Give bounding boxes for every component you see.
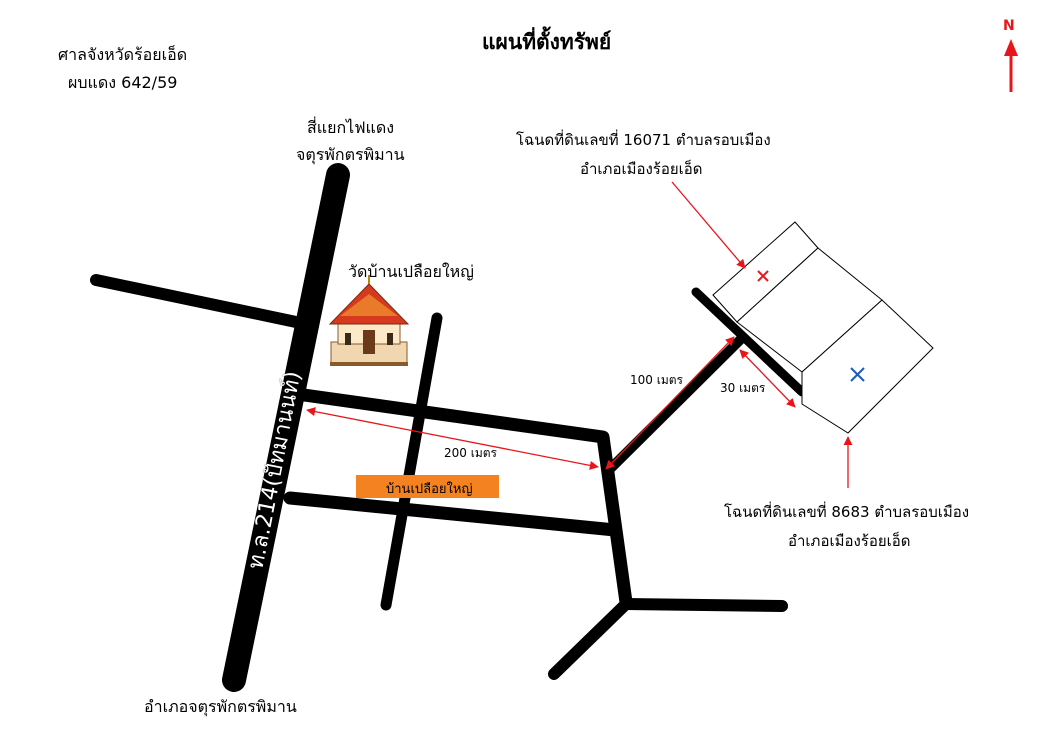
road-village-lower (283, 491, 622, 537)
deed-16071-line1: โฉนดที่ดินเลขที่ 16071 ตำบลรอบเมือง (516, 131, 771, 149)
cross-marker-red (757, 270, 769, 282)
distance-100-label: 100 เมตร (630, 373, 683, 387)
village-label-box: บ้านเปลือยใหญ่ (356, 475, 499, 498)
road-east (620, 598, 788, 612)
temple-icon (328, 275, 410, 366)
deed-8683-line1: โฉนดที่ดินเลขที่ 8683 ตำบลรอบเมือง (724, 503, 970, 521)
road-southwest (548, 598, 632, 680)
cross-marker-blue (850, 367, 865, 382)
deed-16071-pointer (671, 181, 746, 269)
district-label-bottom: อำเภอจตุรพักตรพิมาน (144, 697, 297, 716)
court-name: ศาลจังหวัดร้อยเอ็ด (58, 45, 188, 64)
highway-214-road (222, 163, 350, 692)
case-number: ผบแดง 642/59 (68, 73, 178, 92)
temple-label: วัดบ้านเปลือยใหญ่ (348, 262, 474, 281)
distance-30-label: 30 เมตร (720, 381, 766, 395)
land-plot-3 (801, 299, 934, 434)
distance-200-arrow (306, 407, 599, 470)
distance-200-label: 200 เมตร (444, 446, 497, 460)
intersection-label-line2: จตุรพักตรพิมาน (296, 145, 405, 164)
distance-100-arrow (605, 336, 735, 470)
distance-30-arrow (739, 349, 796, 408)
north-arrow-icon (1004, 39, 1018, 92)
map-title: แผนที่ตั้งทรัพย์ (482, 30, 612, 54)
village-label: บ้านเปลือยใหญ่ (386, 482, 473, 497)
road-west-temple (90, 274, 302, 328)
deed-8683-line2: อำเภอเมืองร้อยเอ็ด (788, 532, 911, 550)
road-to-plots (604, 335, 745, 475)
deed-16071-line2: อำเภอเมืองร้อยเอ็ด (580, 160, 703, 178)
intersection-label-line1: สี่แยกไฟแดง (307, 118, 395, 137)
north-label: N (1003, 18, 1015, 34)
